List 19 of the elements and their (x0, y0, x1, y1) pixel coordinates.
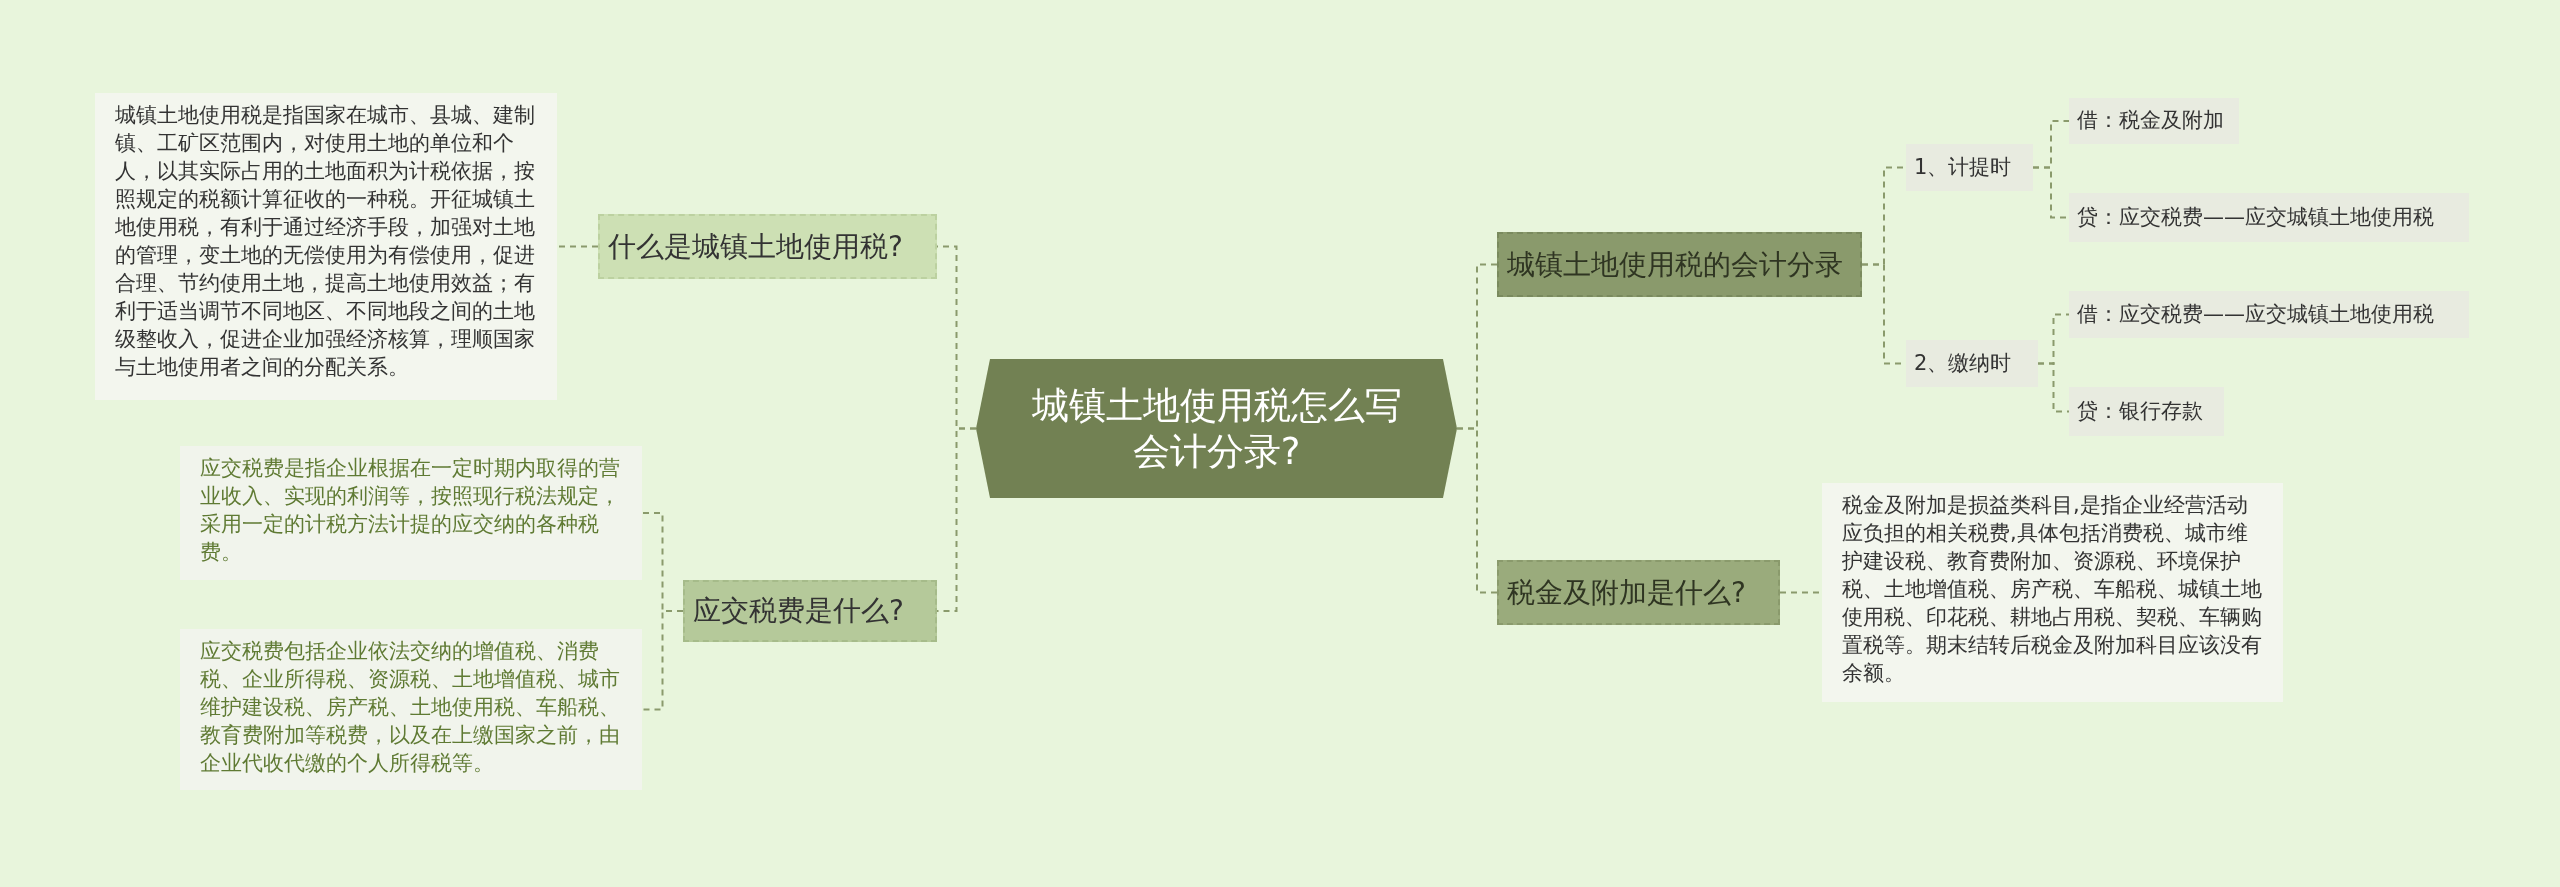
note-box: 税金及附加是损益类科目,是指企业经营活动应负担的相关税费,具体包括消费税、城市维护建设税、教育费附加、资源税、环境保护税、土地增值税、房产税、车船税、城镇土地使用税、印花税、耕地占用税、契税、车辆购置税等。期末结转后税金及附加科目应该没有余额。 (1822, 483, 2283, 702)
subtopic-box: 1、计提时 (1906, 144, 2033, 191)
connector-line (1456, 427, 1498, 594)
connector-line (556, 245, 599, 248)
topic-box: 应交税费是什么? (683, 580, 937, 642)
note-box: 应交税费包括企业依法交纳的增值税、消费税、企业所得税、资源税、土地增值税、城市维护建设税、房产税、土地使用税、车船税、教育费附加等税费，以及在上缴国家之前，由企业代收代缴的个人所得税等。 (180, 629, 642, 790)
topic-box: 什么是城镇土地使用税? (598, 214, 937, 279)
note-box: 城镇土地使用税是指国家在城市、县城、建制镇、工矿区范围内，对使用土地的单位和个人，以其实际占用的土地面积为计税依据，按照规定的税额计算征收的一种税。开征城镇土地使用税，有利于通过经济手段，加强对土地的管理，变土地的无偿使用为有偿使用，促进合理、节约使用土地，提高土地使用效益；有利于适当调节不同地区、不同地段之间的土地级整收入，促进企业加强经济核算，理顺国家与土地使用者之间的分配关系。 (95, 93, 557, 400)
subtopic-box: 2、缴纳时 (1906, 340, 2038, 387)
note-box: 应交税费是指企业根据在一定时期内取得的营业收入、实现的利润等，按照现行税法规定，采用一定的计税方法计提的应交纳的各种税费。 (180, 446, 642, 580)
topic-box: 税金及附加是什么? (1497, 560, 1780, 625)
subtopic-box: 贷：应交税费——应交城镇土地使用税 (2069, 193, 2469, 242)
subtopic-box: 贷：银行存款 (2069, 387, 2224, 436)
topic-box: 城镇土地使用税的会计分录 (1497, 232, 1862, 297)
connector-line (2037, 362, 2070, 413)
connector-line (641, 610, 684, 711)
subtopic-box: 借：应交税费——应交城镇土地使用税 (2069, 291, 2469, 338)
central-topic: 城镇土地使用税怎么写会计分录? (976, 359, 1457, 498)
subtopic-box: 借：税金及附加 (2069, 98, 2239, 144)
